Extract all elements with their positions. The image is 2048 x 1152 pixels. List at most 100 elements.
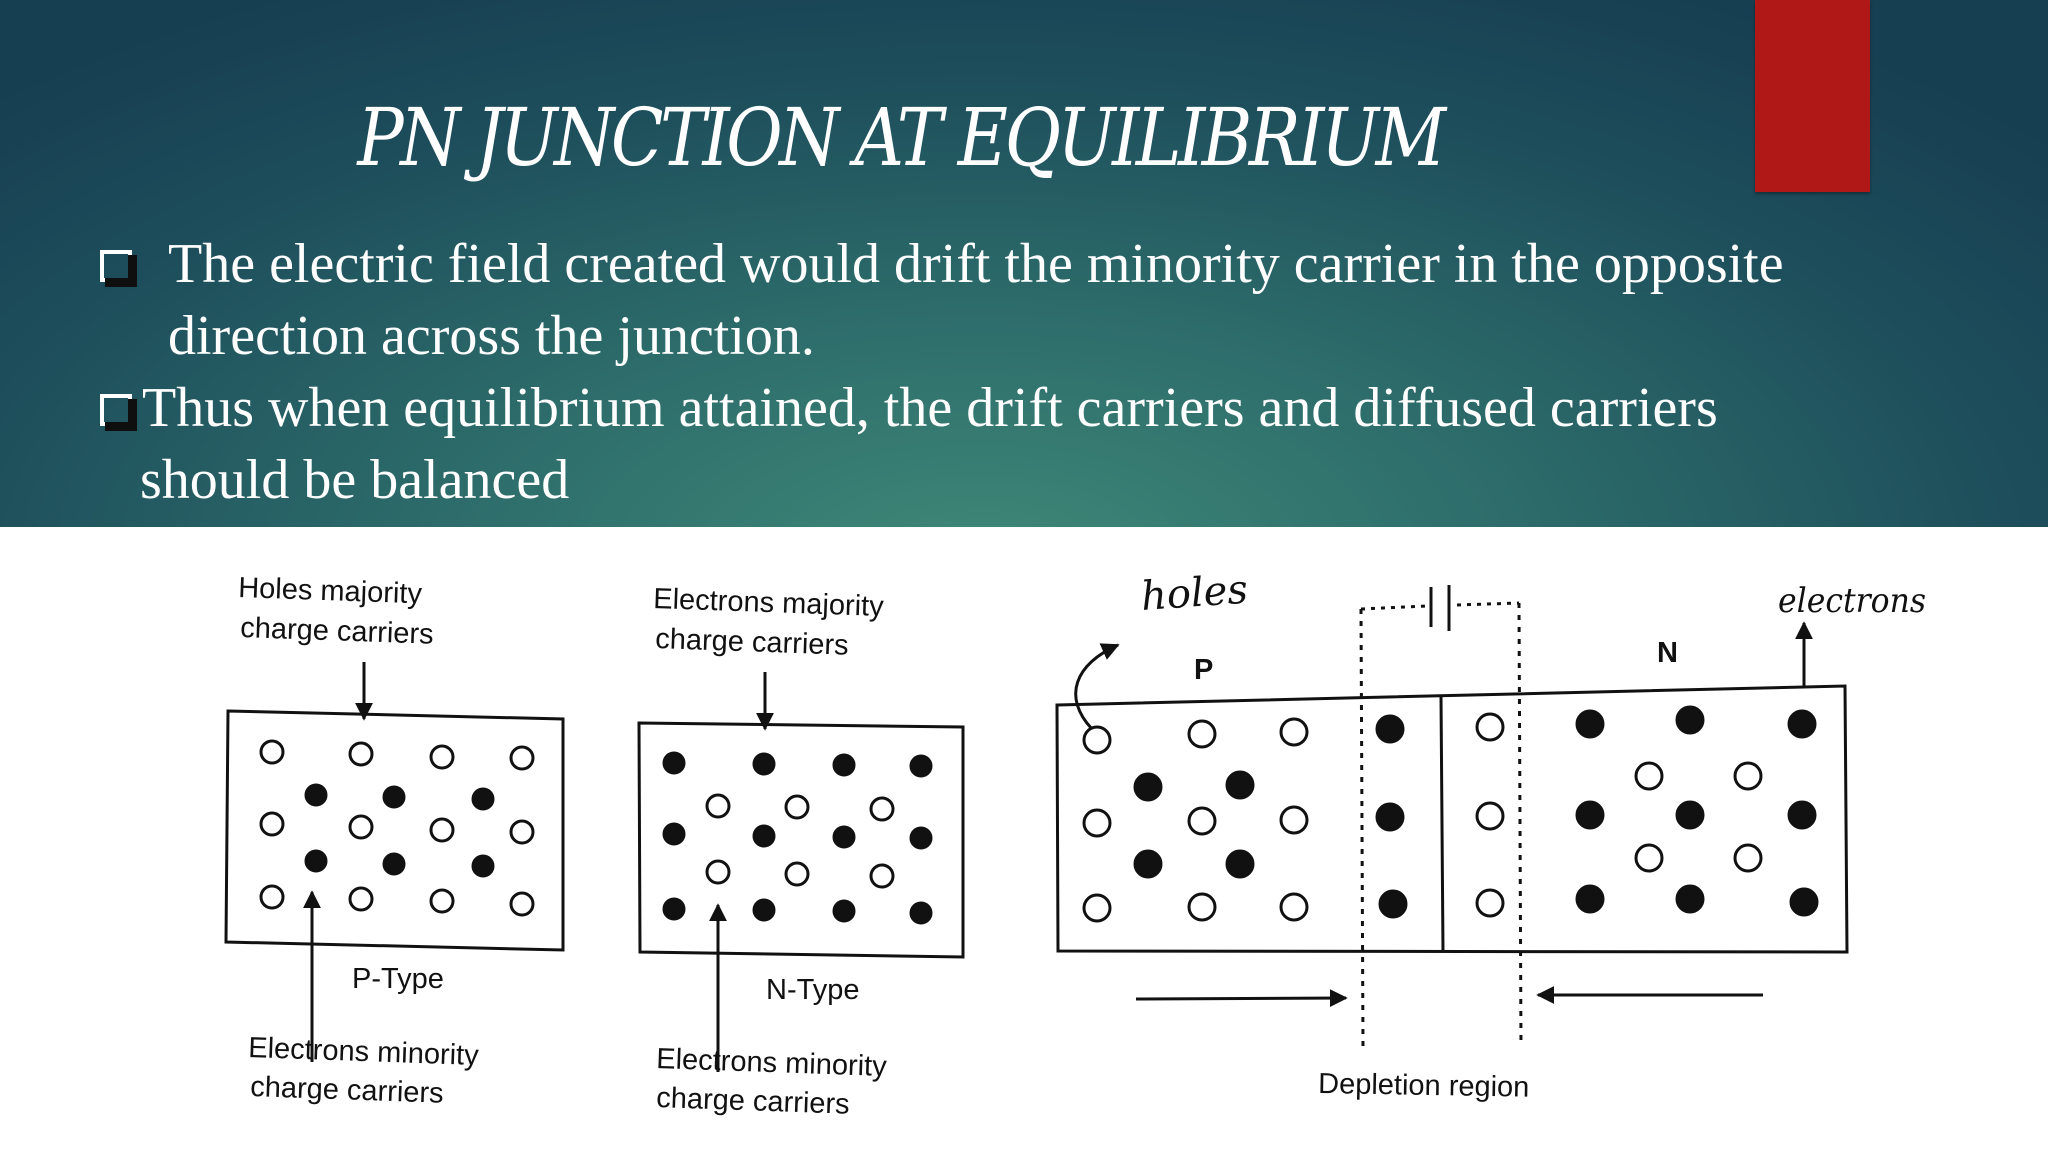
hole-carrier: [1187, 806, 1217, 836]
n-type-carriers: [662, 751, 933, 925]
electron-carrier: [471, 854, 495, 878]
slide-title: PN JUNCTION AT EQUILIBRIUM: [357, 91, 1446, 184]
hole-carrier: [259, 884, 285, 910]
checkbox-bullet-icon: [100, 250, 137, 287]
checkbox-bullet-icon: [100, 394, 137, 431]
n-type-bottom-label-2: charge carriers: [656, 1082, 850, 1121]
electron-carrier: [1575, 800, 1605, 830]
diagram-canvas: Holes majority charge carriers P-Type El…: [224, 567, 1926, 1121]
bullet-item-1: The electric field created would drift t…: [0, 228, 2048, 378]
header-band: [0, 0, 2048, 527]
depletion-boundary-right: [1517, 602, 1523, 1048]
depletion-region-label: Depletion region: [1318, 1068, 1530, 1104]
electron-carrier: [832, 753, 856, 777]
electron-carrier: [1133, 849, 1163, 879]
hole-carrier: [348, 814, 374, 840]
junction-carriers: [1082, 705, 1819, 923]
junction-box: [1055, 684, 1849, 954]
electron-carrier: [1675, 800, 1705, 830]
hole-carrier: [1279, 717, 1309, 747]
hole-carrier: [259, 811, 285, 837]
electron-carrier: [662, 897, 686, 921]
bullet-2-line-1: Thus when equilibrium attained, the drif…: [142, 377, 1718, 439]
hole-carrier: [1187, 719, 1217, 749]
hole-carrier: [1475, 801, 1505, 831]
n-type-caption: N-Type: [766, 974, 859, 1006]
handwritten-electrons-label: electrons: [1778, 581, 1926, 621]
bullet-2-line-2: should be balanced: [140, 449, 570, 511]
n-type-box: [637, 721, 965, 959]
hole-carrier: [509, 819, 535, 845]
junction-divider: [1439, 696, 1445, 953]
p-type-bottom-label-2: charge carriers: [250, 1071, 444, 1110]
electron-carrier: [1225, 849, 1255, 879]
p-type-caption: P-Type: [352, 963, 444, 995]
hole-carrier: [1082, 893, 1112, 923]
hole-carrier: [869, 863, 895, 889]
hole-carrier: [1082, 725, 1112, 755]
junction-n-label: N: [1657, 637, 1678, 669]
electron-carrier: [1675, 705, 1705, 735]
electron-carrier: [1575, 884, 1605, 914]
hole-carrier: [784, 794, 810, 820]
n-type-bottom-label-1: Electrons minority: [656, 1043, 888, 1083]
p-type-carriers: [259, 739, 535, 917]
electron-carrier: [1675, 884, 1705, 914]
p-type-top-label-1: Holes majority: [238, 572, 423, 610]
n-type-panel: Electrons majority charge carriers N-Typ…: [637, 583, 965, 1121]
electron-carrier: [1375, 714, 1405, 744]
hole-carrier: [1187, 892, 1217, 922]
hole-carrier: [1475, 712, 1505, 742]
p-type-box: [224, 709, 565, 952]
drift-arrow-left: [1135, 989, 1348, 1008]
electron-carrier: [832, 899, 856, 923]
hole-carrier: [509, 745, 535, 771]
hole-carrier: [1634, 843, 1664, 873]
hole-carrier: [1733, 761, 1763, 791]
handwritten-holes-label: holes: [1139, 567, 1249, 620]
bullet-1-line-2: direction across the junction.: [168, 305, 815, 367]
electron-carrier: [304, 849, 328, 873]
hole-carrier: [784, 861, 810, 887]
hole-carrier: [1279, 805, 1309, 835]
junction-panel: holes electrons P N Depletion region: [1055, 567, 1926, 1104]
hole-carrier: [1733, 843, 1763, 873]
bullet-1-line-1: The electric field created would drift t…: [168, 233, 1784, 295]
electron-carrier: [909, 901, 933, 925]
electron-carrier: [752, 824, 776, 848]
electron-carrier: [1787, 800, 1817, 830]
depletion-boundary-left: [1359, 608, 1365, 1048]
electron-carrier: [1375, 802, 1405, 832]
bullet-item-2: Thus when equilibrium attained, the drif…: [0, 372, 2048, 522]
electron-carrier: [382, 852, 406, 876]
hole-carrier: [348, 741, 374, 767]
hole-carrier: [705, 859, 731, 885]
p-type-top-label-2: charge carriers: [240, 612, 434, 651]
electron-carrier: [752, 898, 776, 922]
n-type-top-label-1: Electrons majority: [653, 583, 885, 623]
depletion-top-dotted-right: [1456, 601, 1520, 607]
p-type-panel: Holes majority charge carriers P-Type El…: [224, 572, 565, 1110]
holes-pointer-curve: [1074, 643, 1120, 731]
electron-carrier: [832, 825, 856, 849]
hole-carrier: [1634, 761, 1664, 791]
electron-carrier: [1787, 709, 1817, 739]
electron-carrier: [1378, 889, 1408, 919]
hole-carrier: [509, 891, 535, 917]
hole-carrier: [1279, 892, 1309, 922]
hole-carrier: [429, 888, 455, 914]
hole-carrier: [429, 817, 455, 843]
electron-carrier: [1575, 709, 1605, 739]
electron-carrier: [382, 785, 406, 809]
hole-carrier: [1082, 808, 1112, 838]
electron-carrier: [662, 751, 686, 775]
hole-carrier: [869, 796, 895, 822]
p-type-bottom-label-1: Electrons minority: [248, 1032, 480, 1072]
hole-carrier: [259, 739, 285, 765]
electron-carrier: [909, 754, 933, 778]
electron-carrier: [1225, 770, 1255, 800]
electron-carrier: [1789, 887, 1819, 917]
electron-carrier: [1133, 772, 1163, 802]
hole-carrier: [1475, 888, 1505, 918]
